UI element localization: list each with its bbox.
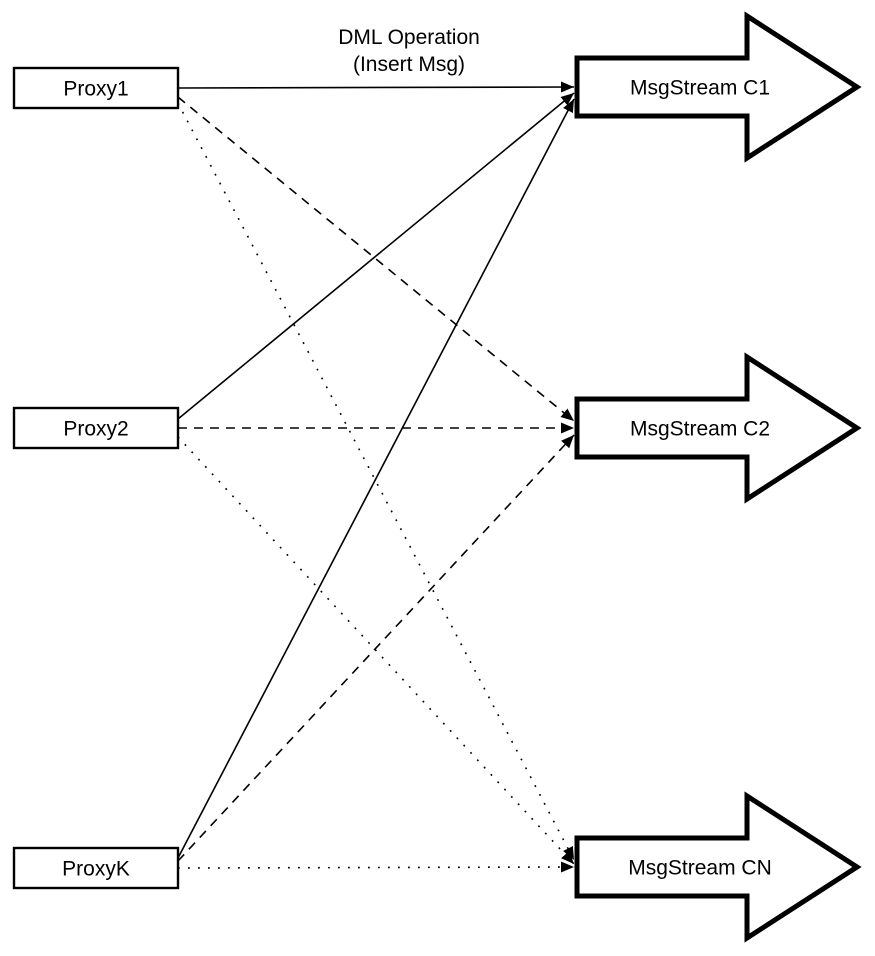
connector-proxy1-to-c1	[177, 81, 575, 93]
connector-proxyk-to-c2	[177, 434, 575, 862]
connector-proxyk-to-c1	[177, 98, 575, 859]
msgstream-c1-label: MsgStream C1	[630, 77, 770, 100]
proxyk-box	[12, 846, 180, 890]
msgstream-c2-arrow-icon	[574, 352, 862, 504]
proxyk-node: ProxyK	[12, 846, 180, 890]
dml-operation-label: DML Operation	[338, 26, 480, 49]
msgstream-c1-arrow-icon	[574, 11, 862, 163]
dml-operation-annotation: DML Operation (Insert Msg)	[338, 26, 480, 76]
msgstream-c2-label: MsgStream C2	[630, 418, 770, 441]
msgstream-c2-node: MsgStream C2	[574, 352, 862, 504]
proxy2-box	[12, 406, 180, 450]
proxy2-node: Proxy2	[12, 406, 180, 450]
connector-proxyk-to-cn	[177, 861, 575, 873]
proxy1-node: Proxy1	[12, 66, 180, 110]
msgstream-cn-label: MsgStream CN	[628, 857, 772, 880]
msgstream-cn-arrow-icon	[574, 791, 862, 943]
connector-proxy2-to-c1	[177, 92, 575, 420]
connectors	[177, 81, 575, 873]
proxy1-label: Proxy1	[63, 78, 128, 101]
connector-proxy1-to-cn	[177, 102, 575, 861]
msgstream-c1-node: MsgStream C1	[574, 11, 862, 163]
connector-proxy1-to-c2	[177, 96, 575, 422]
proxyk-label: ProxyK	[62, 858, 130, 881]
proxy1-box	[12, 66, 180, 110]
connector-proxy2-to-cn	[177, 436, 575, 865]
insert-msg-label: (Insert Msg)	[353, 53, 465, 76]
msgstream-cn-node: MsgStream CN	[574, 791, 862, 943]
proxy2-label: Proxy2	[63, 418, 128, 441]
